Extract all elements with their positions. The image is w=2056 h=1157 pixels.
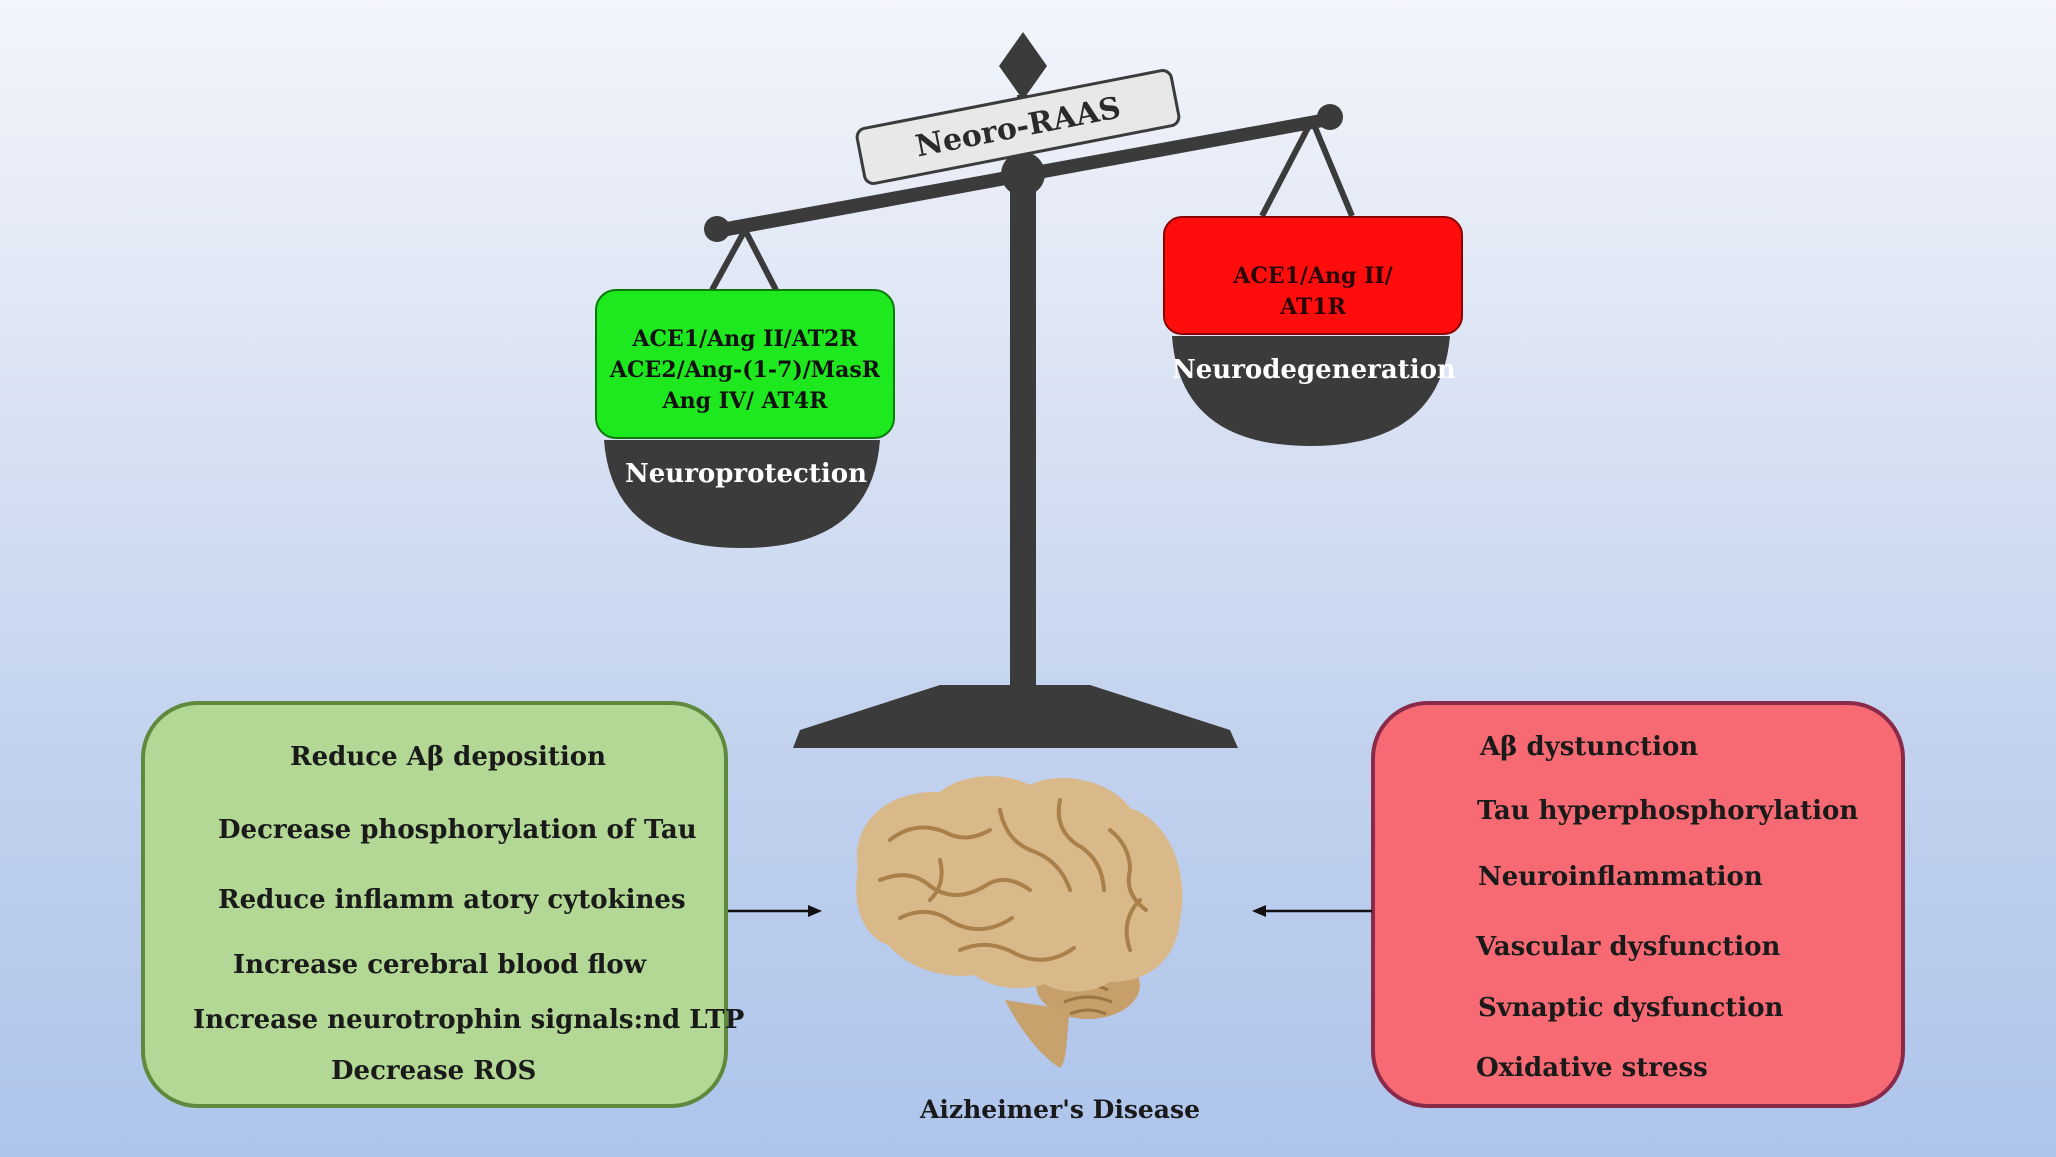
right-pan-bowl (1172, 336, 1450, 446)
scale-base (793, 685, 1238, 748)
left-pathway-list: ACE1/Ang II/AT2R ACE2/Ang-(1-7)/MasR Ang… (596, 318, 894, 422)
left-effect-6: Decrease ROS (331, 1056, 537, 1086)
left-effect-2: Decrease phosphorylation of Tau (218, 815, 697, 845)
right-effect-1: Aβ dystunction (1480, 732, 1699, 762)
brain-caption: Aizheimer's Disease (920, 1095, 1200, 1124)
scale-nameplate (855, 69, 1181, 185)
right-effect-2: Tau hyperphosphorylation (1477, 796, 1859, 826)
left-pathway-1: ACE1/Ang II/AT2R (632, 325, 858, 352)
right-pathway-list: ACE1/Ang II/ AT1R (1164, 252, 1462, 332)
left-effect-4: Increase cerebral blood flow (233, 950, 647, 980)
neurodegeneration-label: Neurodegeneration (1172, 355, 1456, 385)
scale-finial (999, 32, 1047, 100)
left-pathway-box (595, 289, 895, 439)
right-pathway-1: ACE1/Ang II/ (1233, 263, 1393, 289)
left-arrow (728, 905, 822, 917)
left-effect-1: Reduce Aβ deposition (290, 742, 607, 772)
right-effect-3: Neuroinflammation (1478, 862, 1763, 892)
left-pan-bowl (604, 440, 880, 548)
right-effects-box (1371, 701, 1905, 1108)
right-effect-6: Oxidative stress (1476, 1053, 1708, 1083)
right-effect-5: Svnaptic dysfunction (1478, 993, 1784, 1023)
scale-pillar (1010, 172, 1036, 688)
left-effects-box (141, 701, 728, 1108)
left-pathway-3: Ang IV/ AT4R (662, 387, 828, 414)
brain-icon (856, 776, 1183, 1068)
neuroprotection-label: Neuroprotection (625, 459, 867, 489)
scale-pivot (1001, 152, 1045, 196)
left-pathway-2: ACE2/Ang-(1-7)/MasR (609, 356, 881, 383)
left-effect-3: Reduce inflamm atory cytokines (218, 885, 686, 915)
right-pathway-2: AT1R (1280, 294, 1346, 320)
left-effect-5: Increase neurotrophin signals:nd LTP (193, 1005, 745, 1035)
right-effect-4: Vascular dysfunction (1476, 932, 1781, 962)
right-pathway-box (1163, 216, 1463, 335)
right-arrow (1252, 905, 1372, 917)
